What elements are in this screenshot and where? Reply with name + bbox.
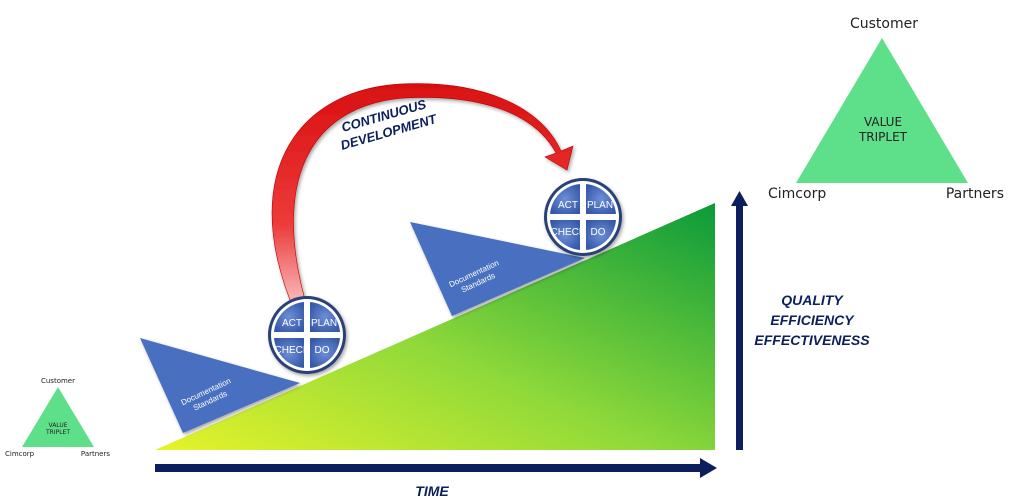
y-axis-label-quality: QUALITY bbox=[781, 292, 844, 308]
pdca-upper-do-quadrant[interactable] bbox=[586, 220, 616, 250]
wedge-lower-shape bbox=[140, 338, 300, 433]
documentation-wedge-lower: Documentation Standards bbox=[140, 338, 300, 433]
small-triplet-center-line2: TRIPLET bbox=[45, 429, 70, 436]
x-axis-arrowhead bbox=[700, 458, 717, 478]
pdca-lower-do-quadrant[interactable] bbox=[310, 338, 340, 368]
small-triplet-center-line1: VALUE bbox=[48, 422, 67, 429]
documentation-wedge-upper: Documentation Standards bbox=[410, 222, 585, 316]
pdca-lower-plan-quadrant[interactable] bbox=[310, 302, 340, 332]
large-triplet-top-label: Customer bbox=[850, 16, 918, 32]
pdca-lower-check-quadrant[interactable] bbox=[274, 338, 304, 368]
pdca-lower-plan-label: PLAN bbox=[311, 318, 337, 329]
arc-arrow-shape bbox=[271, 83, 574, 301]
pdca-upper-plan-quadrant[interactable] bbox=[586, 184, 616, 214]
y-axis-arrow bbox=[731, 191, 748, 450]
pdca-wheel-lower: ACT PLAN CHECK DO bbox=[268, 296, 346, 374]
y-axis-label-effectiveness: EFFECTIVENESS bbox=[754, 332, 870, 348]
pdca-upper-do-label: DO bbox=[591, 227, 606, 238]
pdca-lower-act-quadrant[interactable] bbox=[274, 302, 304, 332]
x-axis-shaft bbox=[155, 464, 702, 472]
y-axis-shaft bbox=[736, 204, 743, 450]
large-triplet-triangle bbox=[796, 38, 968, 183]
pdca-upper-check-label: CHECK bbox=[550, 227, 585, 238]
x-axis-arrow bbox=[155, 458, 717, 478]
large-triplet-left-label: Cimcorp bbox=[768, 186, 826, 202]
large-triplet-center-line2: TRIPLET bbox=[858, 130, 908, 144]
y-axis-labels: QUALITY EFFICIENCY EFFECTIVENESS bbox=[754, 292, 870, 348]
pdca-upper-act-quadrant[interactable] bbox=[550, 184, 580, 214]
small-triplet-triangle bbox=[22, 387, 94, 447]
small-triplet-right-label: Partners bbox=[81, 450, 110, 458]
pdca-upper-check-quadrant[interactable] bbox=[550, 220, 580, 250]
pdca-lower-check-label: CHECK bbox=[274, 345, 309, 356]
pdca-lower-do-label: DO bbox=[315, 345, 330, 356]
small-triplet-left-label: Cimcorp bbox=[5, 450, 35, 458]
small-value-triplet: Customer VALUE TRIPLET Cimcorp Partners bbox=[5, 377, 110, 458]
x-axis-label-time: TIME bbox=[415, 483, 449, 499]
large-triplet-center-line1: VALUE bbox=[864, 115, 902, 129]
wedge-upper-shape bbox=[410, 222, 585, 316]
pdca-upper-plan-label: PLAN bbox=[587, 200, 613, 211]
pdca-upper-act-label: ACT bbox=[558, 200, 578, 211]
improvement-ramp bbox=[155, 203, 715, 450]
y-axis-label-efficiency: EFFICIENCY bbox=[770, 312, 855, 328]
y-axis-arrowhead bbox=[731, 191, 748, 206]
small-triplet-top-label: Customer bbox=[41, 377, 75, 385]
pdca-wheel-upper: ACT PLAN CHECK DO bbox=[544, 178, 622, 256]
large-triplet-right-label: Partners bbox=[946, 186, 1004, 202]
large-value-triplet: Customer VALUE TRIPLET Cimcorp Partners bbox=[768, 16, 1004, 202]
pdca-lower-act-label: ACT bbox=[282, 318, 302, 329]
